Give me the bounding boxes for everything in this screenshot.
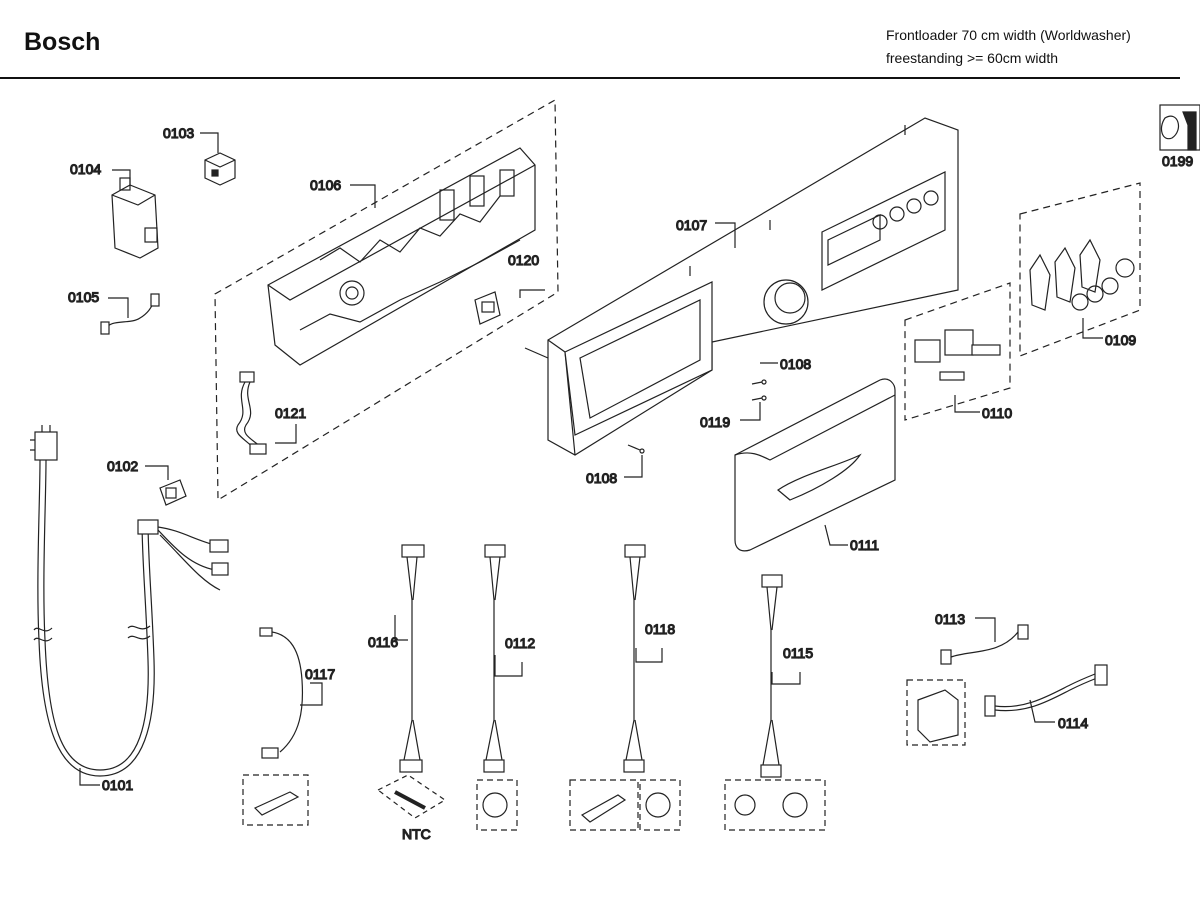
leader-0109 (1082, 318, 1103, 339)
label-0115: 0115 (783, 645, 813, 661)
label-0111: 0111 (850, 537, 879, 553)
label-0199: 0199 (1162, 153, 1193, 169)
label-0113: 0113 (935, 611, 965, 627)
label-ntc: NTC (402, 826, 431, 842)
part-0106-control-module[interactable] (267, 147, 536, 366)
control-module-group-outline (214, 98, 559, 502)
part-0120-sensor[interactable] (474, 291, 501, 325)
leader-0108-lower (624, 455, 643, 478)
switch-group-outline (1019, 182, 1141, 357)
part-0116-harness[interactable] (399, 544, 425, 773)
leader-0102 (145, 465, 169, 480)
leader-0112 (494, 655, 523, 677)
part-0104-interference-filter[interactable] (111, 177, 159, 259)
label-0118: 0118 (645, 621, 675, 637)
leader-0120 (519, 289, 545, 298)
leader-0121 (275, 424, 297, 444)
leader-0118 (635, 648, 663, 663)
part-0118-harness[interactable] (623, 544, 646, 773)
pump-inset-box-2 (639, 779, 681, 831)
label-0102: 0102 (107, 458, 138, 474)
heater-inset-box (242, 774, 309, 826)
leader-0105 (108, 297, 129, 318)
ntc-sensor-inset (376, 774, 447, 819)
brand-title: Bosch (24, 28, 101, 56)
part-0117-cable[interactable] (259, 627, 304, 759)
knob-group-outline (904, 282, 1011, 421)
part-0115-harness[interactable] (760, 574, 783, 778)
label-0106: 0106 (310, 177, 341, 193)
part-0102-relay[interactable] (159, 479, 187, 506)
label-0101: 0101 (102, 777, 133, 793)
part-0103-connector[interactable] (204, 152, 236, 186)
leader-0116 (394, 615, 408, 641)
door-lock-inset-box (906, 679, 966, 746)
screws[interactable] (627, 379, 767, 454)
valve-2 (782, 792, 808, 818)
part-0113-cable[interactable] (940, 624, 1029, 665)
label-0119: 0119 (700, 414, 730, 430)
valve-1 (734, 794, 756, 816)
part-0110-button-set[interactable] (914, 329, 1001, 381)
part-0101-power-cord[interactable] (30, 425, 229, 777)
leader-0111 (824, 524, 848, 546)
heater-element (253, 791, 300, 816)
label-0117: 0117 (305, 666, 335, 682)
label-0105: 0105 (68, 289, 99, 305)
leader-0107 (715, 222, 736, 248)
label-0120: 0120 (508, 252, 539, 268)
leader-0117 (300, 682, 323, 706)
leader-0119 (740, 402, 761, 421)
part-0105-cable[interactable] (104, 299, 156, 331)
label-0108-upper: 0108 (780, 356, 811, 372)
leader-0114 (1029, 699, 1055, 723)
leader-0110 (954, 395, 980, 413)
label-0114: 0114 (1058, 715, 1088, 731)
label-0110: 0110 (982, 405, 1012, 421)
service-tool-icon[interactable] (1159, 104, 1200, 151)
pump-inset-2 (645, 792, 671, 818)
leader-0104 (112, 169, 131, 185)
door-lock (917, 689, 959, 743)
part-0109-switch-set[interactable] (1029, 238, 1135, 311)
label-0103: 0103 (163, 125, 194, 141)
leader-0113 (975, 617, 996, 642)
leader-0106 (350, 184, 376, 208)
leader-0103 (200, 132, 219, 153)
subtitle-line-1: Frontloader 70 cm width (Worldwasher) (886, 27, 1131, 43)
part-0111-detergent-drawer[interactable] (734, 378, 896, 552)
label-0108-lower: 0108 (586, 470, 617, 486)
part-0107-control-panel[interactable] (524, 117, 959, 456)
label-0121: 0121 (275, 405, 306, 421)
part-0112-harness[interactable] (483, 544, 506, 773)
subtitle-line-2: freestanding >= 60cm width (886, 50, 1058, 66)
label-0107: 0107 (676, 217, 707, 233)
header-divider (0, 77, 1180, 79)
valves-inset-box (724, 779, 826, 831)
part-0121-wiring-harness[interactable] (236, 371, 267, 455)
heater-inset-box-2 (569, 779, 639, 831)
pump-inset-box-1 (476, 779, 518, 831)
label-0112: 0112 (505, 635, 535, 651)
label-0109: 0109 (1105, 332, 1136, 348)
part-0114-cable[interactable] (984, 664, 1108, 717)
label-0104: 0104 (70, 161, 101, 177)
leader-0115 (771, 672, 801, 685)
label-0116: 0116 (368, 634, 398, 650)
pump-inset-1 (482, 792, 508, 818)
leader-0101 (79, 768, 100, 786)
heater-element-2 (580, 794, 627, 823)
